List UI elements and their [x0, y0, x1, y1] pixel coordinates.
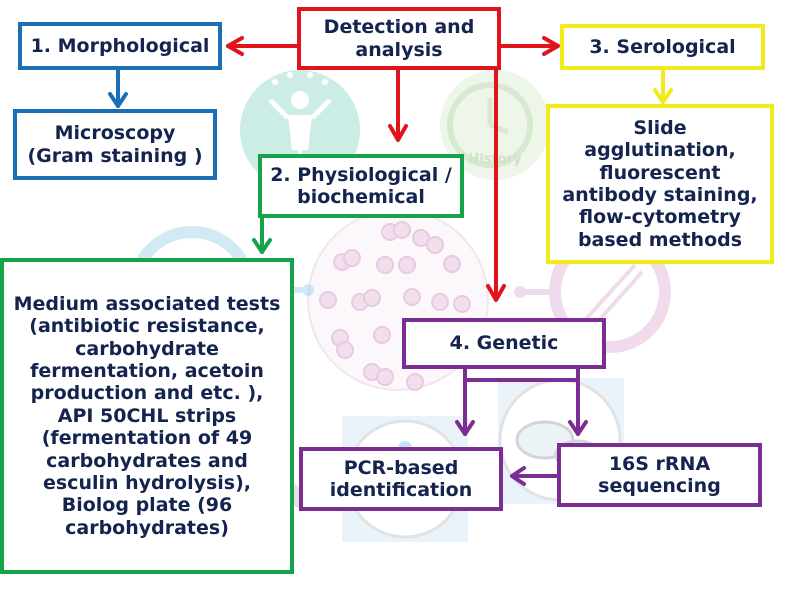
pcr-label: PCR-based identification — [329, 456, 473, 501]
serological-box: 3. Serological — [560, 24, 765, 70]
serological-methods-label: Slide agglutination, fluorescent antibod… — [562, 116, 758, 251]
medium-tests-label: Medium associated tests (antibiotic resi… — [13, 292, 281, 539]
blue-arrow — [108, 68, 128, 108]
physiological-box: 2. Physiological / biochemical — [258, 154, 464, 218]
medium-tests-box: Medium associated tests (antibiotic resi… — [0, 258, 294, 574]
serological-label: 3. Serological — [589, 35, 736, 58]
pcr-box: PCR-based identification — [299, 447, 503, 511]
rrna-box: 16S rRNA sequencing — [557, 443, 762, 507]
morphological-box: 1. Morphological — [18, 22, 222, 70]
morphological-label: 1. Morphological — [30, 34, 210, 57]
purple-arrows — [455, 366, 588, 486]
microscopy-box: Microscopy (Gram staining ) — [13, 109, 217, 180]
detection-analysis-label: Detection and analysis — [323, 16, 475, 61]
green-arrow — [252, 216, 272, 254]
rrna-label: 16S rRNA sequencing — [598, 452, 721, 497]
yellow-arrow — [653, 68, 673, 104]
genetic-label: 4. Genetic — [449, 332, 559, 355]
physiological-label: 2. Physiological / biochemical — [270, 163, 452, 208]
detection-analysis-box: Detection and analysis — [297, 7, 501, 70]
genetic-box: 4. Genetic — [402, 318, 606, 369]
microscopy-label: Microscopy (Gram staining ) — [27, 122, 203, 167]
serological-methods-box: Slide agglutination, fluorescent antibod… — [546, 104, 774, 264]
red-arrows — [226, 36, 560, 302]
